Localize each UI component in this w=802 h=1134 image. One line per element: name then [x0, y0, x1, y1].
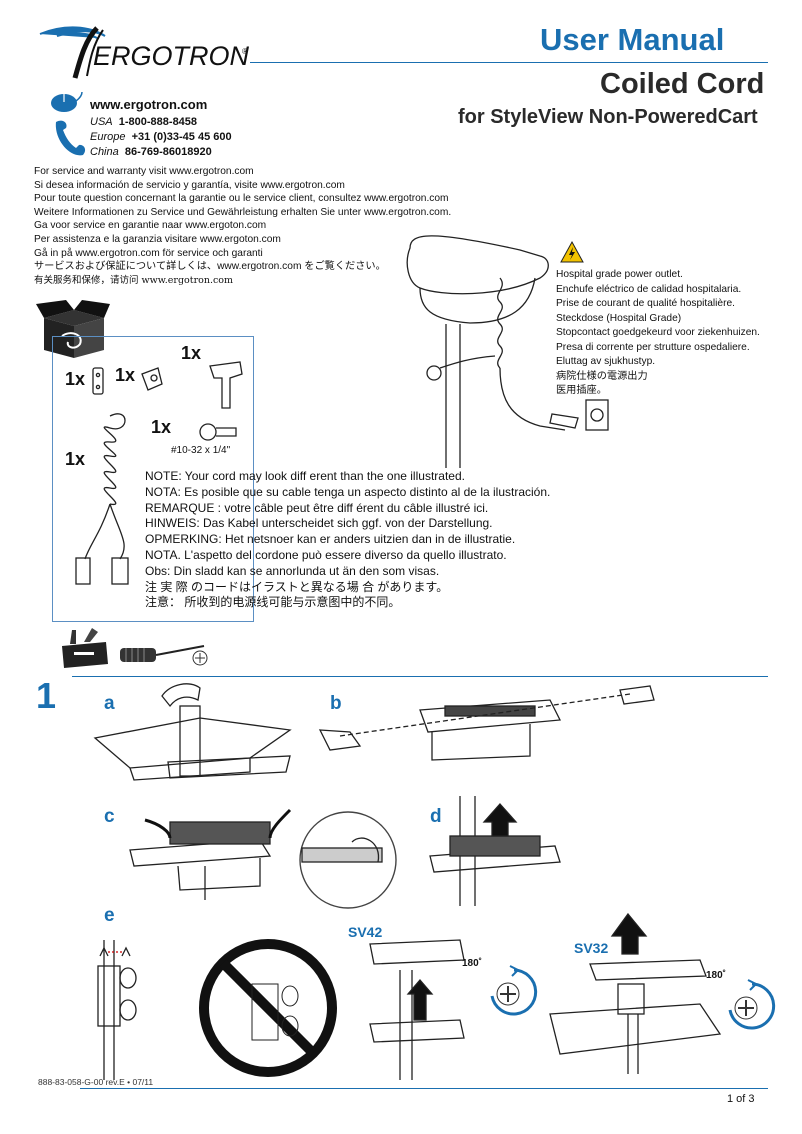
- notes: NOTE: Your cord may look diff erent than…: [145, 469, 550, 611]
- sub-step-d: d: [430, 806, 442, 827]
- warning-icon: [560, 240, 584, 268]
- note-line: HINWEIS: Das Kabel unterscheidet sich gg…: [145, 516, 493, 531]
- phone-china: China 86-769-86018920: [90, 146, 212, 158]
- service-line: Pour toute question concernant la garant…: [34, 193, 449, 205]
- header-rule: [250, 62, 768, 63]
- model-sv32: SV32: [574, 940, 609, 956]
- note-line: OPMERKING: Het netsnoer kan er anders ui…: [145, 532, 516, 547]
- brand-wordmark: ERGOTRON: [93, 41, 250, 71]
- step-number: 1: [36, 675, 57, 716]
- registered-mark: ®: [242, 47, 248, 56]
- footer-rule: [80, 1088, 768, 1089]
- step-rule: [72, 676, 768, 677]
- hazard-line: Stopcontact goedgekeurd voor ziekenhuize…: [556, 327, 760, 338]
- sv42-illustration: [360, 939, 480, 1085]
- rotation-label-1: 180˚: [462, 958, 483, 969]
- qty-screw: 1x: [151, 417, 172, 437]
- hazard-info: Hospital grade power outlet. Enchufe elé…: [556, 268, 760, 399]
- ergotron-logo: ERGOTRON ®: [35, 20, 250, 80]
- sub-step-a: a: [104, 693, 115, 714]
- page-title: User Manual: [540, 22, 725, 57]
- step-d-illustration: [420, 796, 580, 911]
- hazard-line: Eluttag av sjukhustyp.: [556, 356, 656, 367]
- service-line: 有关服务和保修，请访问 www.ergotron.com: [34, 274, 234, 286]
- sub-step-b: b: [330, 693, 342, 714]
- phillips-icon: [192, 650, 208, 671]
- outlet-illustration: [400, 228, 610, 473]
- note-line: 注意： 所收到的电源线可能与示意图中的不同。: [145, 595, 401, 610]
- rotation-label-2: 180˚: [706, 970, 727, 981]
- qty-hook: 1x: [181, 343, 202, 363]
- toolbox-icon: [60, 628, 110, 675]
- service-line: Si desea información de servicio y garan…: [34, 179, 345, 191]
- qty-clip: 1x: [115, 365, 136, 385]
- note-line: NOTA: Es posible que su cable tenga un a…: [145, 484, 551, 499]
- website-link[interactable]: www.ergotron.com: [90, 97, 208, 112]
- note-line: Obs: Din sladd kan se annorlunda ut än d…: [145, 563, 440, 578]
- phone-europe: Europe +31 (0)33-45 45 600: [90, 131, 232, 143]
- sub-step-e: e: [104, 905, 115, 926]
- parts-box: 1x 1x 1x 1x 1x #10-32 x 1/4": [52, 336, 254, 622]
- service-line: Gå in på www.ergotron.com för service oc…: [34, 247, 263, 259]
- note-line: NOTA. L'aspetto del cordone può essere d…: [145, 547, 507, 562]
- rotate-phillips-icon-2: [722, 979, 776, 1035]
- note-line: REMARQUE : votre câble peut être diff ér…: [145, 500, 489, 515]
- screw-spec: #10-32 x 1/4": [171, 445, 231, 456]
- screwdriver-icon: [118, 642, 208, 673]
- hazard-line: Presa di corrente per strutture ospedali…: [556, 341, 750, 353]
- service-line: Per assistenza e la garanzia visitare ww…: [34, 233, 281, 245]
- hazard-line: Prise de courant de qualité hospitalière…: [556, 298, 735, 309]
- step-c-illustration: [120, 790, 420, 905]
- hazard-line: 医用插座。: [556, 385, 607, 396]
- step-b-illustration: [318, 680, 660, 785]
- rotate-phillips-icon-1: [484, 965, 538, 1021]
- prohibited-icon: [198, 938, 338, 1083]
- hazard-line: Hospital grade power outlet.: [556, 269, 683, 280]
- service-line: サービスおよび保証について詳しくは、www.ergotron.com をご覧くだ…: [34, 261, 386, 273]
- hazard-line: 病院仕様の電源出力: [556, 370, 648, 382]
- phone-icon: [52, 118, 86, 163]
- product-subtitle: for StyleView Non-PoweredCart: [458, 106, 758, 128]
- service-line: For service and warranty visit www.ergot…: [34, 166, 254, 177]
- step-a-illustration: [90, 680, 310, 795]
- sv32-illustration: [549, 912, 722, 1079]
- note-line: NOTE: Your cord may look diff erent than…: [145, 469, 465, 483]
- step-e-correct: [70, 930, 180, 1085]
- hazard-line: Enchufe eléctrico de calidad hospitalari…: [556, 283, 742, 295]
- service-line: Weitere Informationen zu Service und Gew…: [34, 206, 452, 218]
- qty-bracket: 1x: [65, 369, 86, 389]
- note-line: 注 実 際 のコードはイラストと異なる場 合 があります。: [145, 579, 449, 594]
- document-code: 888-83-058-G-00 rev.E • 07/11: [38, 1077, 154, 1087]
- package-icon: [36, 300, 110, 367]
- sub-step-c: c: [104, 806, 115, 827]
- page-number: 1 of 3: [727, 1093, 755, 1105]
- qty-cord: 1x: [65, 449, 86, 469]
- product-name: Coiled Cord: [600, 68, 765, 100]
- mouse-icon: [48, 91, 83, 119]
- phone-usa: USA 1-800-888-8458: [90, 116, 198, 128]
- model-sv42: SV42: [348, 924, 383, 940]
- parts-illustration: [75, 344, 250, 609]
- step-c-detail-circle: [292, 811, 404, 913]
- service-info: For service and warranty visit www.ergot…: [34, 165, 451, 287]
- hazard-line: Steckdose (Hospital Grade): [556, 312, 682, 324]
- service-line: Ga voor service en garantie naar www.erg…: [34, 220, 267, 232]
